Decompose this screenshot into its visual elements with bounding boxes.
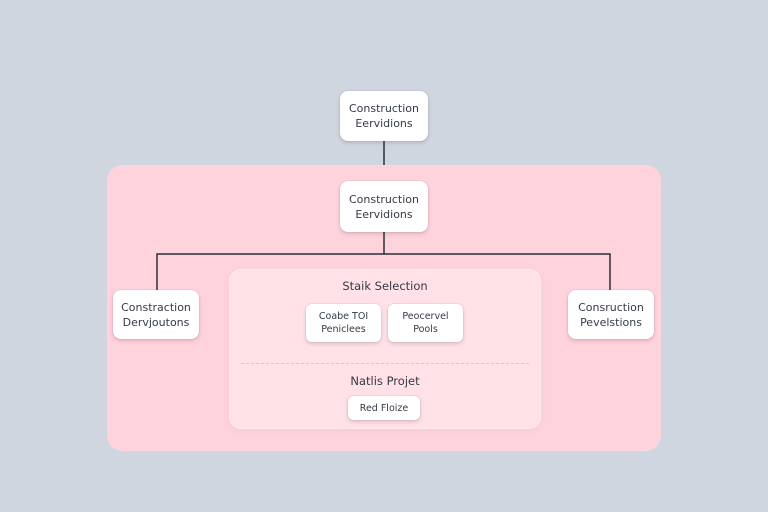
left-node-line-2: Dervjoutons (122, 315, 190, 329)
inner-right-node[interactable]: Peocervel Pools (388, 304, 463, 342)
left-node-line-1: Constraction (121, 300, 191, 314)
top-node[interactable]: Construction Eervidions (340, 91, 428, 141)
top-node-line-2: Eervidions (355, 117, 413, 130)
bottom-node[interactable]: Red Floize (348, 396, 420, 420)
middle-node[interactable]: Construction Eervidions (340, 181, 428, 232)
inner-right-node-line-1: Peocervel (402, 311, 449, 322)
bottom-node-text: Red Floize (359, 402, 409, 414)
middle-node-line-1: Construction (348, 192, 420, 206)
middle-node-line-2: Eervidions (355, 207, 413, 221)
stack-selection-label: Staik Selection (342, 279, 428, 293)
right-node-line-2: Pevelstions (580, 315, 642, 329)
top-node-line-1: Construction (348, 102, 420, 115)
inner-right-node-line-2: Pools (413, 324, 438, 335)
inner-left-node-line-1: Coabe TOI (318, 311, 369, 322)
right-node-line-1: Consruction (578, 300, 644, 314)
inner-left-node[interactable]: Coabe TOI Peniclees (306, 304, 381, 342)
inner-left-node-line-2: Peniclees (321, 324, 366, 335)
left-node[interactable]: Constraction Dervjoutons (113, 290, 199, 339)
project-label: Natlis Projet (350, 374, 420, 388)
group-divider (241, 363, 529, 364)
right-node[interactable]: Consruction Pevelstions (568, 290, 654, 339)
